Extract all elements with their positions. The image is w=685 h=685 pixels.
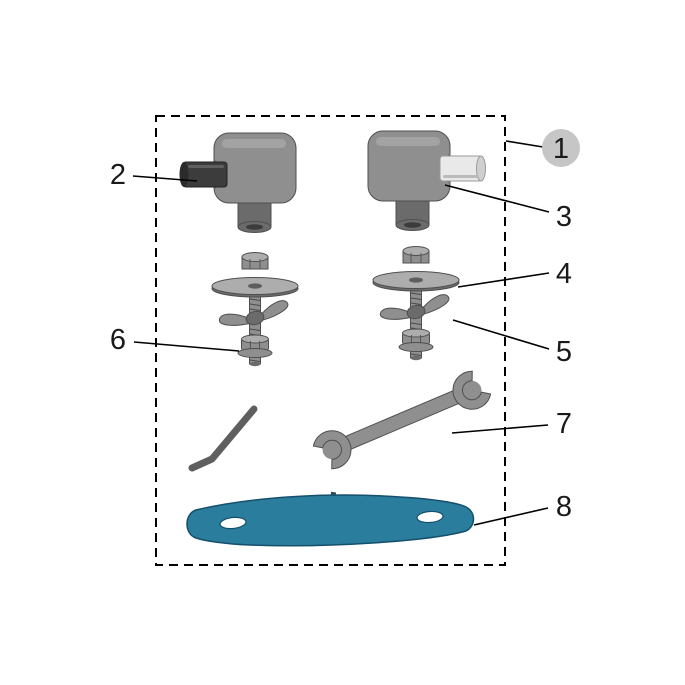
leader-line-6 xyxy=(133,341,240,352)
wrench-jaw-right xyxy=(452,370,492,410)
elbow-fitting-left xyxy=(179,132,297,233)
callout-3-label: 3 xyxy=(556,201,572,233)
wrench-jaw-right-hub xyxy=(462,380,482,400)
callout-7-label: 7 xyxy=(556,408,572,440)
callout-5-label: 5 xyxy=(556,336,572,368)
wrench-jaw-left-ring xyxy=(312,430,352,470)
elbow-fitting-right xyxy=(367,130,486,231)
leader-line-4 xyxy=(457,272,550,288)
elbow-right-highlight xyxy=(376,137,440,146)
elbow-right-peg-shade xyxy=(443,175,479,178)
elbow-right-peg-end xyxy=(476,155,486,182)
wrench-handle xyxy=(328,383,476,457)
wrench-jaw-right-ring xyxy=(452,370,492,410)
mounting-plate xyxy=(186,491,475,547)
elbow-left-peg-end xyxy=(179,162,189,187)
callout-1-badge xyxy=(542,129,580,167)
wrench-jaw-left xyxy=(312,430,352,470)
elbow-right-tube-hole xyxy=(404,222,421,228)
wrench-jaw-left-hub xyxy=(322,440,342,460)
elbow-left-highlight xyxy=(222,139,286,148)
callout-1-label: 1 xyxy=(553,133,569,165)
plate-hole-right xyxy=(416,510,444,524)
elbow-left-tube-hole xyxy=(246,224,263,230)
leader-line-8 xyxy=(473,507,549,526)
callout-6-label: 6 xyxy=(110,324,126,356)
bolt-assembly-right xyxy=(372,246,460,361)
leader-line-3 xyxy=(444,184,550,213)
leader-line-5 xyxy=(452,319,550,350)
callout-4-label: 4 xyxy=(556,258,572,290)
leader-line-7 xyxy=(451,424,549,434)
leader-line-1 xyxy=(505,140,544,148)
plate-hole-left xyxy=(219,516,247,530)
elbow-left-peg-highlight xyxy=(188,165,224,168)
kit-boundary-box xyxy=(155,115,506,566)
plate-body xyxy=(186,494,475,547)
allen-key xyxy=(188,405,258,472)
callout-8-label: 8 xyxy=(556,491,572,523)
open-end-wrench xyxy=(312,370,492,470)
callout-2-label: 2 xyxy=(110,159,126,191)
leader-line-2 xyxy=(132,175,198,182)
